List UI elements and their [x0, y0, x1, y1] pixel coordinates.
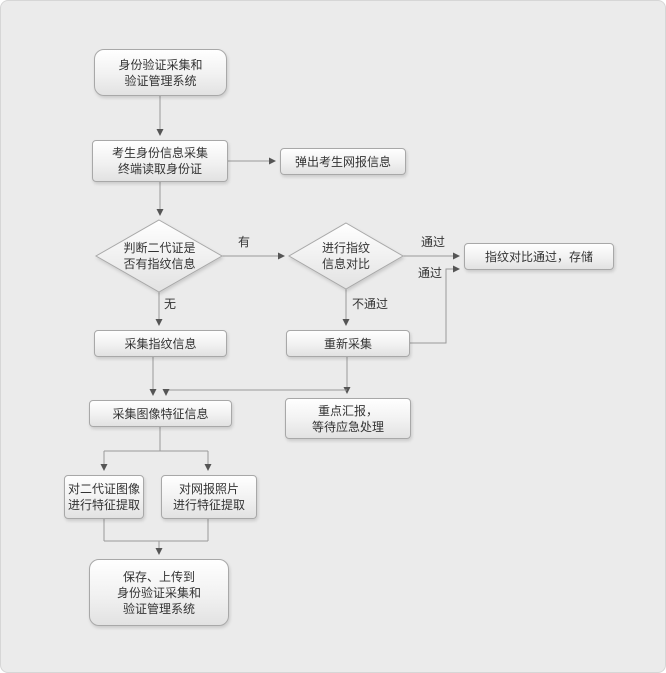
node-extract-registration-photo: 对网报照片 进行特征提取 — [161, 475, 257, 519]
node-save-upload-system: 保存、上传到 身份验证采集和 验证管理系统 — [89, 559, 229, 626]
edge-label-no: 无 — [164, 297, 177, 311]
node-start-system: 身份验证采集和 验证管理系统 — [94, 49, 227, 96]
node-collect-fingerprint: 采集指纹信息 — [94, 330, 227, 357]
decision-compare-fingerprint-shape — [288, 222, 404, 290]
node-popup-registration-info: 弹出考生网报信息 — [280, 148, 406, 175]
edge-label-pass-loop: 通过 — [418, 266, 443, 280]
node-report-emergency: 重点汇报， 等待应急处理 — [285, 398, 411, 439]
node-read-idcard: 考生身份信息采集 终端读取身份证 — [92, 140, 228, 182]
edge-label-fail: 不通过 — [352, 297, 389, 311]
node-extract-idcard-image: 对二代证图像 进行特征提取 — [64, 475, 144, 519]
edge-recollect-to-collectimg — [162, 389, 347, 396]
node-collect-image-features: 采集图像特征信息 — [89, 400, 232, 427]
edge-recollect-to-store — [410, 265, 460, 344]
node-store-passed-fingerprint: 指纹对比通过，存储 — [464, 243, 614, 270]
edge-label-yes: 有 — [238, 235, 251, 249]
node-recollect: 重新采集 — [286, 330, 410, 357]
connector-lines — [100, 96, 460, 555]
edge-label-pass: 通过 — [421, 235, 446, 249]
decision-has-fingerprint-shape — [94, 219, 224, 293]
